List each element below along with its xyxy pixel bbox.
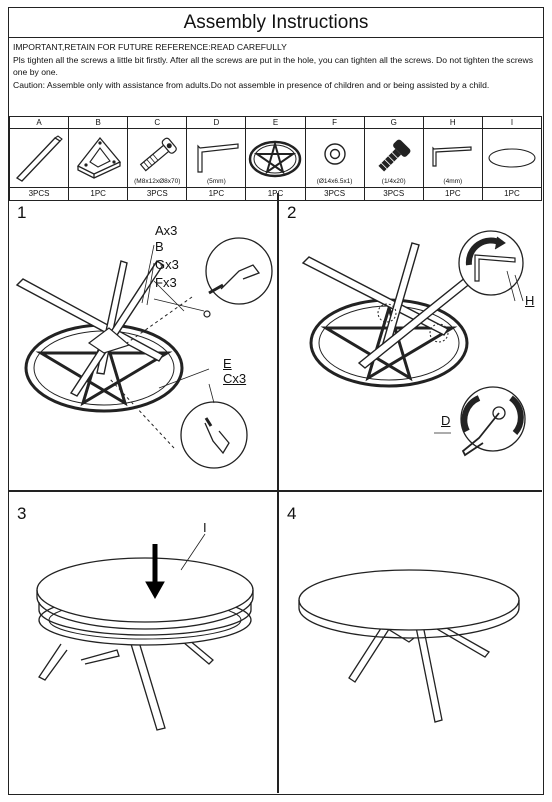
step-number: 4	[287, 504, 297, 523]
part-qty: 1PC	[186, 187, 247, 201]
panel-divider	[277, 193, 279, 793]
leg-bar-icon	[16, 135, 63, 182]
parts-qty-row: 3PCS 1PC 3PCS 1PC 1PC 3PCS 3PCS 1PC 1PC	[8, 187, 543, 201]
part-qty: 1PC	[422, 187, 483, 201]
note-tighten: Pls tighten all the screws a little bit …	[13, 54, 534, 78]
part-cell-e	[245, 128, 306, 188]
part-qty: 3PCS	[127, 187, 188, 201]
part-cell-a	[8, 128, 70, 188]
parts-letter-row: A B C D E F G H I	[8, 116, 543, 129]
step-2-illustration	[301, 230, 526, 457]
parts-image-row: (M8x12xØ8x70) (5mm) (Ø	[8, 128, 543, 188]
part-letter: F	[304, 116, 365, 129]
step-3-illustration	[36, 533, 254, 731]
part-letter: C	[127, 116, 188, 129]
allen-key-icon	[197, 143, 239, 173]
part-spec-d: (5mm)	[206, 178, 226, 185]
table-top-icon	[488, 148, 536, 168]
part-letter: E	[245, 116, 306, 129]
step-number: 3	[17, 504, 27, 523]
part-spec-g: (1/4x20)	[381, 178, 406, 185]
part-cell-d: (5mm)	[186, 128, 247, 188]
instruction-sheet: Assembly Instructions IMPORTANT,RETAIN F…	[8, 7, 544, 795]
part-spec-c: (M8x12xØ8x70)	[134, 178, 181, 185]
part-cell-c: (M8x12xØ8x70)	[127, 128, 188, 188]
step-1-panel: 1	[9, 193, 277, 490]
part-letter: G	[363, 116, 424, 129]
label-i: I	[203, 520, 207, 535]
part-qty: 3PCS	[363, 187, 424, 201]
label-h: H	[525, 293, 535, 308]
parts-table: A B C D E F G H I	[8, 116, 543, 201]
label-c: Cx3	[223, 371, 247, 386]
part-letter: H	[422, 116, 483, 129]
notes-block: IMPORTANT,RETAIN FOR FUTURE REFERENCE:RE…	[13, 41, 539, 91]
step-2-panel: 2	[279, 193, 542, 490]
washer-icon	[323, 143, 346, 165]
note-caution: Caution: Assemble only with assistance f…	[13, 79, 490, 90]
part-letter: D	[186, 116, 247, 129]
part-qty: 1PC	[481, 187, 543, 201]
step-3-panel: 3 I	[9, 492, 277, 793]
label-b: B	[155, 239, 164, 254]
label-d: D	[441, 413, 451, 428]
allen-key-small-icon	[432, 146, 472, 167]
label-g: Gx3	[155, 257, 179, 272]
note-important: IMPORTANT,RETAIN FOR FUTURE REFERENCE:RE…	[13, 42, 287, 52]
step-1-illustration	[15, 237, 273, 469]
bolt-icon	[140, 137, 178, 172]
label-f: Fx3	[155, 275, 177, 290]
screw-icon	[378, 139, 411, 172]
label-e: E	[223, 356, 232, 371]
part-spec-f: (Ø14x6.5x1)	[316, 178, 353, 185]
step-number: 2	[287, 203, 297, 222]
step-number: 1	[17, 203, 27, 222]
label-a: Ax3	[155, 223, 178, 238]
part-letter: A	[8, 116, 70, 129]
part-letter: B	[68, 116, 129, 129]
part-cell-g: (1/4x20)	[363, 128, 424, 188]
steps-grid: 1	[9, 193, 542, 793]
part-letter: I	[481, 116, 543, 129]
step-4-panel: 4	[279, 492, 542, 793]
star-frame-icon	[249, 140, 302, 178]
triangle-bracket-icon	[77, 136, 122, 179]
part-cell-b	[68, 128, 129, 188]
part-cell-i	[481, 128, 543, 188]
part-cell-h: (4mm)	[422, 128, 483, 188]
page-title: Assembly Instructions	[9, 8, 543, 38]
part-cell-f: (Ø14x6.5x1)	[304, 128, 365, 188]
step-4-illustration	[298, 569, 520, 723]
panel-divider	[9, 490, 542, 492]
part-spec-h: (4mm)	[443, 178, 463, 185]
